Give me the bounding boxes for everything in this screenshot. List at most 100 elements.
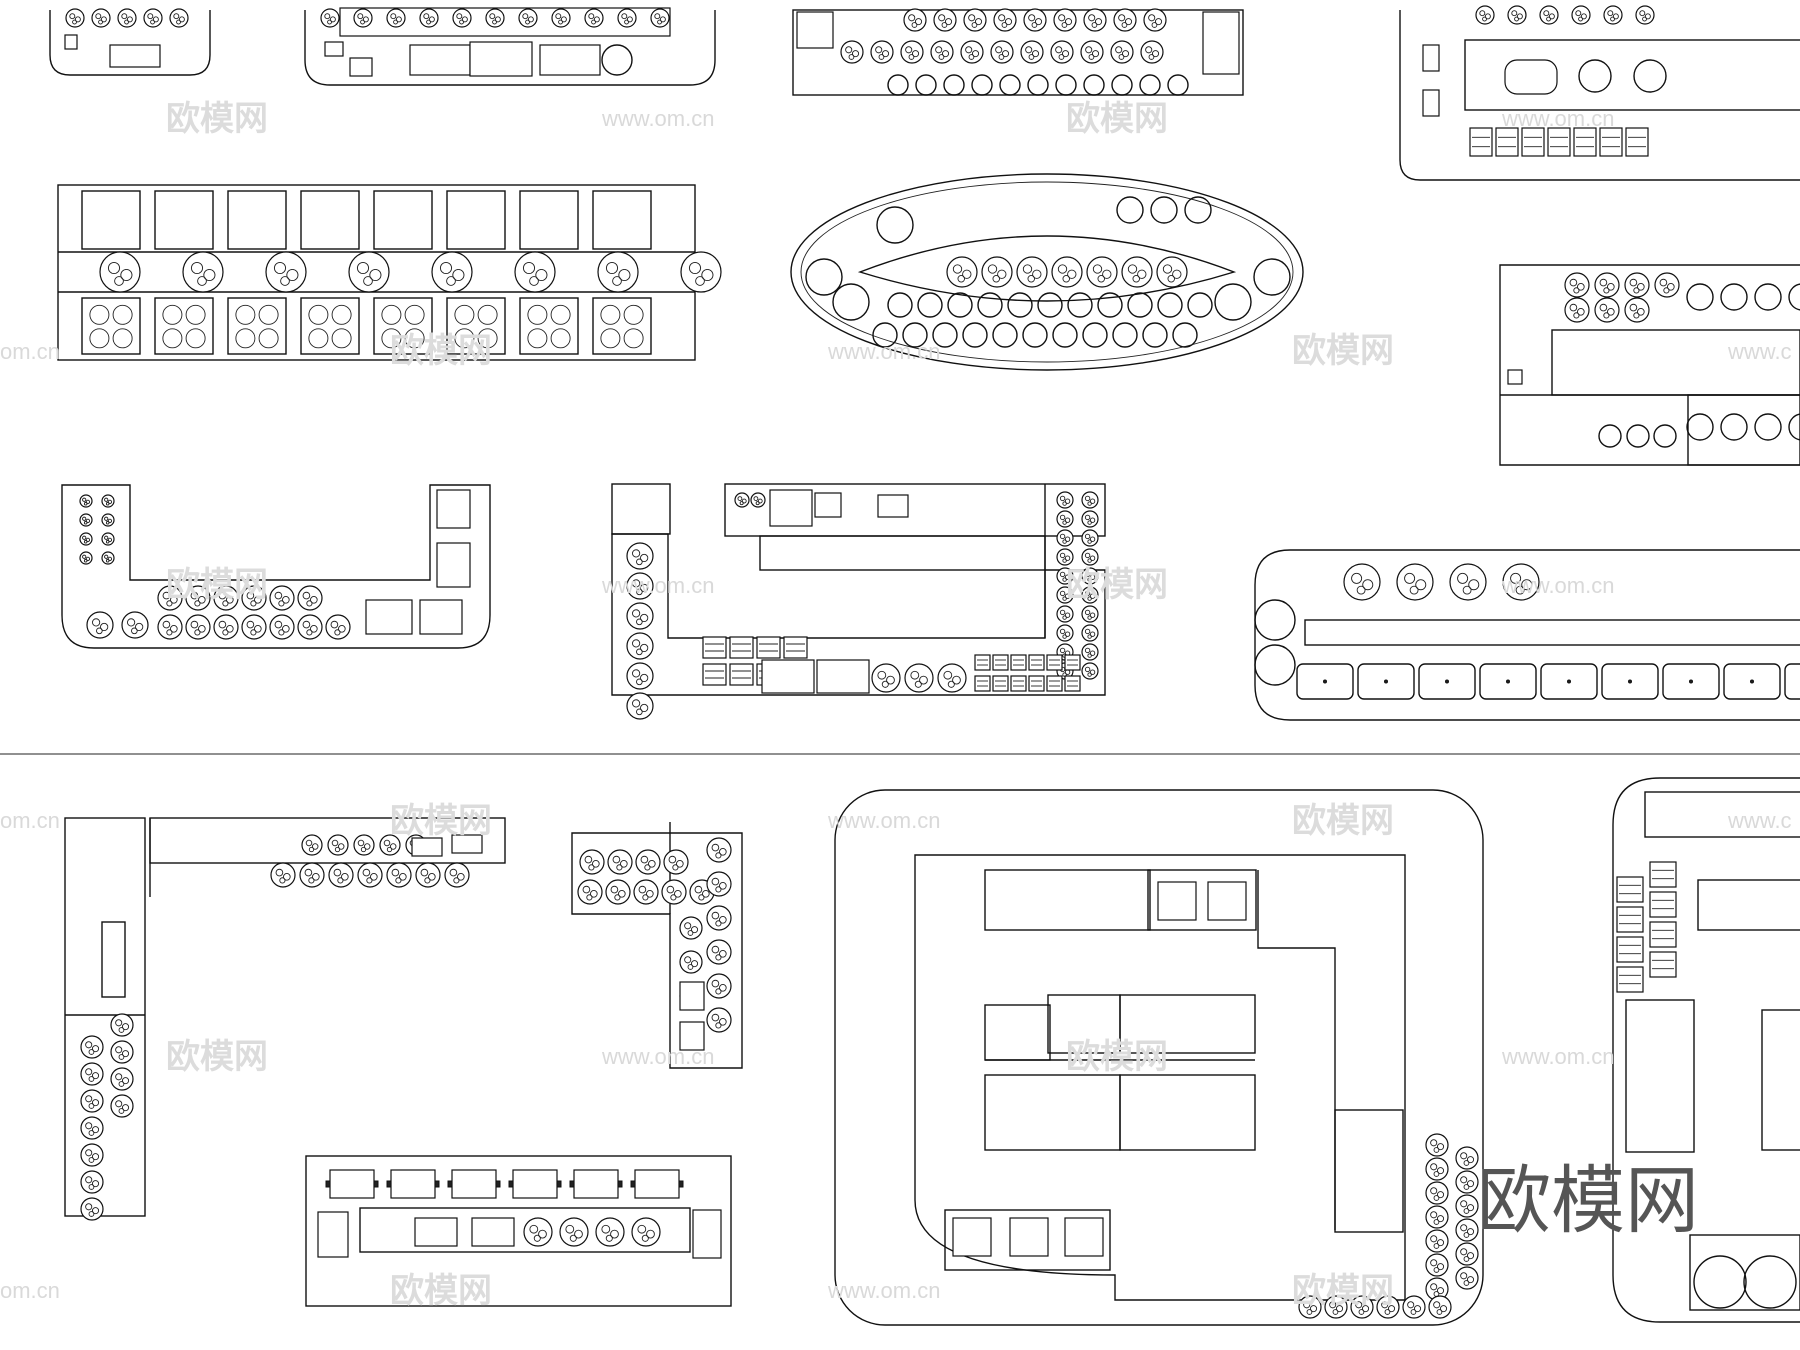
food-item [1062,634,1067,639]
food-item [1433,1195,1440,1201]
food-item [1436,1287,1445,1295]
plates-row [320,8,670,28]
food-item [698,894,705,901]
food-item [1084,533,1091,540]
food-item [612,276,622,286]
food-item [283,872,291,881]
food-item [624,19,629,25]
plates-row [1564,297,1650,323]
food-item [1087,672,1092,677]
food-item [640,673,649,683]
food-plate [904,663,934,693]
food-item [1058,14,1066,22]
stool-seat [1788,413,1800,441]
food-plate [1056,605,1074,623]
food-item [390,13,397,20]
food-plate [617,8,637,28]
food-item [282,624,290,633]
food-item [395,877,402,884]
food-item [194,629,201,636]
stool-seat [1720,283,1748,311]
food-item [947,680,955,688]
chafer-handle [556,1180,562,1188]
food-tray [1625,127,1649,157]
food-item [1089,650,1096,656]
food-item [640,643,649,653]
food-item [1462,585,1472,595]
burner-ring [258,304,279,325]
food-item [457,872,465,881]
food-item [941,22,948,28]
food-item [304,868,313,877]
burner-ring [404,328,425,349]
food-item [120,268,133,282]
stool-seat [1142,322,1168,348]
watermark-site: www.om.cn [601,106,714,131]
food-item [95,13,102,20]
food-item [1084,666,1091,673]
food-item [711,911,720,920]
food-plate [297,585,323,611]
burner-ring [600,328,621,349]
food-plate [1086,256,1118,288]
food-plate [933,8,957,32]
food-plate [679,916,703,940]
food-item [1091,50,1100,58]
stool-seat [1157,292,1183,318]
food-item [1637,282,1645,291]
chafing-box [592,190,652,250]
food-item [1031,50,1040,58]
food-item [85,537,91,543]
food-item [1306,1309,1313,1315]
food-item [632,549,641,558]
food-plate [1428,1295,1452,1319]
food-item [1059,514,1066,521]
food-plate [1016,256,1048,288]
food-plate [626,542,654,570]
food-item [1629,303,1638,312]
food-plate [1020,40,1044,64]
food-item [1064,517,1071,523]
food-item [1612,13,1619,20]
food-item [1460,1224,1468,1232]
food-item [115,1073,123,1081]
food-item [632,579,641,588]
food-item [1433,1301,1441,1309]
food-item [529,276,539,286]
food-plate [1121,256,1153,288]
food-item [1633,312,1640,319]
chafer-handle [373,1180,379,1188]
food-item [334,846,341,853]
food-item [1466,1276,1475,1284]
food-item [74,16,81,23]
food-item [1084,571,1091,578]
food-item [1089,517,1096,523]
food-item [91,1072,100,1080]
food-item [636,648,643,656]
food-item [118,1027,125,1033]
burner-ring [308,328,329,349]
stool-seat [947,292,973,318]
food-item [1482,16,1487,22]
watermark-brand: 欧模网 [390,1271,492,1311]
food-plate [348,251,390,293]
food-item [1384,1309,1391,1315]
food-plate [1080,40,1104,64]
watermark-site: www.om.cn [1501,573,1614,598]
food-item [393,19,398,25]
burner-ring [550,328,571,349]
pan-marker [1689,679,1693,684]
food-item [1067,269,1077,279]
food-plate [1053,8,1077,32]
food-item [494,16,501,23]
burner-ring [381,304,402,325]
food-item [1639,10,1646,17]
food-plate [626,632,654,660]
food-item [533,1234,541,1242]
food-tray [1649,921,1677,948]
food-item [1064,536,1071,542]
food-plate [1056,529,1074,547]
food-plate [357,862,383,888]
watermark-site: om.cn [0,1278,60,1303]
food-item [1058,54,1065,60]
